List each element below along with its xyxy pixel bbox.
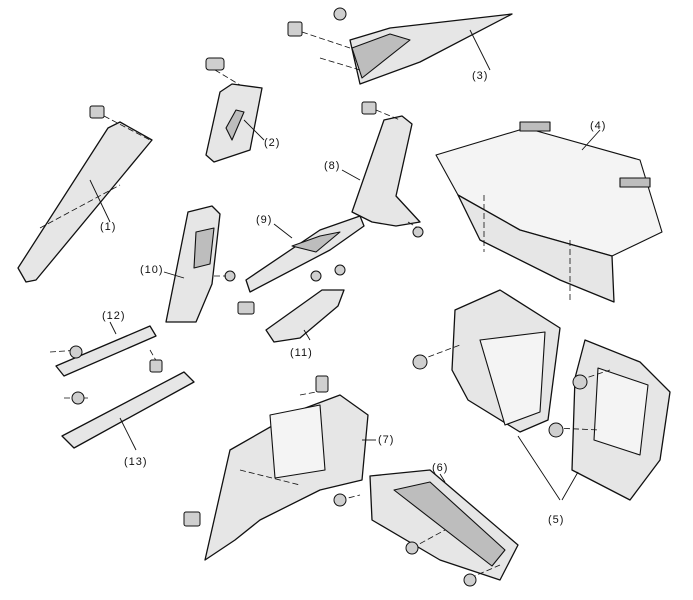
callout-label-13: (13) (124, 456, 148, 468)
part-1-front-pillar-trim (17, 105, 153, 283)
callout-label-3: (3) (472, 70, 489, 82)
clip-icon (405, 541, 419, 555)
part-6-rear-trim-lower (369, 469, 519, 587)
clip-icon (463, 573, 477, 587)
clip-icon (310, 270, 322, 282)
clip-icon (71, 391, 85, 405)
part-8-rear-pillar-trim (341, 101, 424, 238)
callout-label-11: (11) (290, 347, 313, 359)
clip-icon (183, 511, 201, 527)
callout-label-10: (10) (140, 264, 164, 276)
part-13-rear-sill-trim (61, 371, 195, 451)
clip-icon (149, 359, 163, 373)
clip-icon (237, 301, 255, 315)
part-10-center-pillar-lower-trim (163, 205, 236, 323)
callout-label-8: (8) (324, 160, 341, 172)
callout-label-5: (5) (548, 514, 565, 526)
callout-label-4: (4) (590, 120, 607, 132)
callout-label-1: (1) (100, 221, 117, 233)
clip-icon (412, 354, 428, 370)
clip-icon (69, 345, 83, 359)
clip-icon (412, 226, 424, 238)
callout-label-9: (9) (256, 214, 273, 226)
part-4-rear-shelf (435, 121, 663, 303)
part-7-luggage-side-trim (183, 375, 376, 561)
callout-label-7: (7) (378, 434, 395, 446)
part-3-rear-quarter-upper-trim (287, 7, 513, 85)
callout-label-6: (6) (432, 462, 449, 474)
clip-icon (287, 21, 303, 37)
callout-label-2: (2) (264, 137, 281, 149)
clip-icon (224, 270, 236, 282)
clip-icon (572, 374, 588, 390)
clip-icon (205, 57, 225, 71)
clip-icon (334, 264, 346, 276)
shelf-hinge (619, 177, 651, 188)
clip-icon (315, 375, 329, 393)
callout-label-12: (12) (102, 310, 126, 322)
clip-icon (361, 101, 377, 115)
part-2-center-pillar-upper-trim (205, 57, 265, 163)
clip-icon (333, 7, 347, 21)
part-5-rear-side-trims (412, 289, 671, 501)
part-9-rear-sill-upper (245, 215, 365, 293)
clip-icon (89, 105, 105, 119)
clip-icon (548, 422, 564, 438)
clip-icon (333, 493, 347, 507)
part-12-front-sill-trim (49, 321, 163, 405)
part-11-rear-sill-lower (237, 264, 346, 343)
shelf-hinge (519, 121, 551, 132)
